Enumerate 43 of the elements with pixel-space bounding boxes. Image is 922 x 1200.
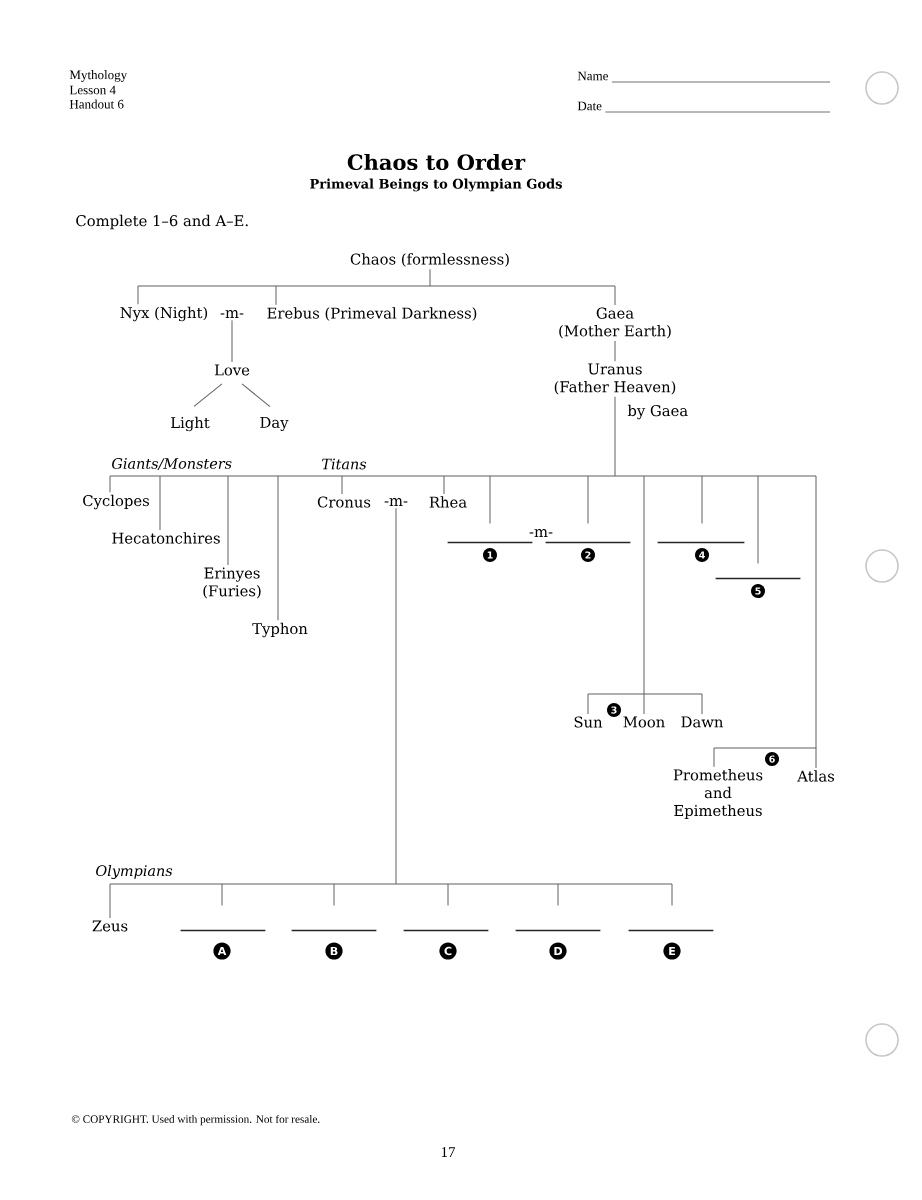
connector-line xyxy=(489,475,491,525)
fill-in-line xyxy=(544,541,632,544)
connector-line xyxy=(701,475,703,525)
fill-in-line xyxy=(402,929,490,932)
connector-line xyxy=(241,383,271,408)
connector-line xyxy=(137,285,139,305)
connector-line xyxy=(447,883,449,907)
connector-line xyxy=(277,475,279,621)
connector-line xyxy=(443,475,445,495)
connector-line xyxy=(671,883,673,907)
fill-in-line xyxy=(514,929,602,932)
connector-line xyxy=(333,883,335,907)
connector-line xyxy=(815,747,817,769)
connector-line xyxy=(109,507,673,885)
connector-line xyxy=(275,285,277,306)
connector-line xyxy=(341,475,343,495)
connector-line xyxy=(109,396,817,477)
connector-line xyxy=(757,475,759,565)
connector-line xyxy=(193,383,223,407)
connector-line xyxy=(159,475,161,531)
fill-in-line xyxy=(290,929,378,932)
connector-line xyxy=(557,883,559,907)
connector-line xyxy=(587,693,589,715)
connector-line xyxy=(713,475,817,749)
fill-in-line xyxy=(656,541,746,544)
connector-line xyxy=(587,475,589,525)
title: Chaos to Order xyxy=(347,153,526,171)
connector-line xyxy=(643,693,645,715)
connector-line xyxy=(701,693,703,715)
connector-line xyxy=(221,883,223,907)
connector-line xyxy=(614,285,616,306)
connector-line xyxy=(227,475,229,566)
connector-line xyxy=(137,268,616,287)
fill-in-line xyxy=(714,577,802,580)
connector-line xyxy=(614,340,616,362)
connector-line xyxy=(109,883,111,919)
connector-line xyxy=(587,475,703,695)
fill-in-line xyxy=(446,541,534,544)
connector-line xyxy=(231,319,233,363)
fill-in-line xyxy=(627,929,715,932)
fill-in-line xyxy=(179,929,267,932)
connector-line xyxy=(713,747,715,768)
connector-line xyxy=(109,475,111,493)
